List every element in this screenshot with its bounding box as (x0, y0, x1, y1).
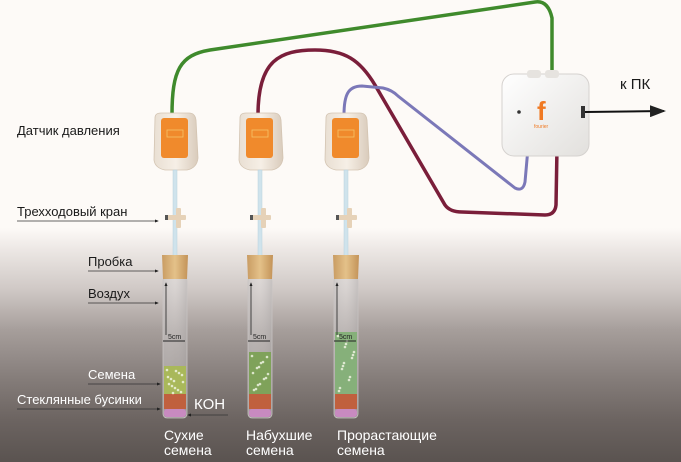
seed (251, 371, 255, 375)
valve-handle (347, 208, 352, 228)
seed (177, 371, 181, 375)
seed (169, 377, 173, 381)
valve-handle (176, 208, 181, 228)
caption-tube-3: Прорастающие семена (337, 428, 437, 458)
valve-cap (165, 215, 168, 220)
seed (174, 369, 178, 373)
seed (261, 360, 265, 364)
logger-logo-icon: f (537, 96, 546, 126)
seed (337, 389, 341, 393)
seed (343, 345, 347, 349)
caption-tube-3-line1: Прорастающие (337, 427, 437, 443)
tube-assembly-1: 5cm (153, 112, 199, 419)
wire-purple (342, 84, 530, 191)
seed (172, 379, 176, 383)
seed (167, 382, 171, 386)
sensor-label-detail (166, 129, 184, 138)
cork-stopper-3 (333, 255, 359, 279)
tube-assembly-2: 5cm (238, 112, 284, 419)
seed (170, 384, 174, 388)
seed (340, 367, 344, 371)
seed (338, 386, 342, 390)
caption-tube-2: Набухшие семена (246, 428, 312, 458)
seed (176, 388, 180, 392)
seed (258, 382, 262, 386)
logger-brand: fourier (534, 124, 549, 130)
seed (165, 368, 169, 372)
seed (341, 364, 345, 368)
scale-label: 5cm (339, 334, 352, 341)
cork-stopper-1 (162, 255, 188, 279)
seed (336, 334, 340, 338)
sensor-label-plate (332, 118, 359, 158)
tube-assembly-3: 5cm (324, 112, 370, 419)
seed (262, 377, 266, 381)
seed (350, 356, 354, 360)
wire-green (170, 0, 554, 116)
seed (255, 366, 259, 370)
seed (252, 388, 256, 392)
label-to-pc: к ПК (620, 76, 651, 93)
seed (179, 390, 183, 394)
caption-tube-2-line2: семена (246, 442, 294, 458)
koh-layer (249, 409, 271, 417)
caption-tube-2-line1: Набухшие (246, 427, 313, 443)
seed (347, 378, 351, 382)
seed (264, 376, 268, 380)
seed (351, 353, 355, 357)
seed (254, 387, 258, 391)
wire-maroon (256, 48, 559, 217)
seed (180, 373, 184, 377)
seed (257, 365, 261, 369)
to-pc-arrow (584, 105, 666, 118)
koh-layer (335, 409, 357, 417)
seeds-layer (335, 332, 357, 394)
valve-handle (261, 208, 266, 228)
seed (342, 361, 346, 365)
koh-layer (164, 409, 186, 417)
label-seeds: Семена (88, 367, 136, 382)
label-glass-beads: Стеклянные бусинки (17, 392, 142, 407)
glass-beads-layer (249, 394, 271, 409)
seed (266, 372, 270, 376)
valve-cap (250, 215, 253, 220)
caption-tube-1: Сухие семена (164, 428, 212, 458)
label-pressure-sensor: Датчик давления (17, 123, 120, 138)
seeds-layer (164, 366, 186, 394)
seed (173, 386, 177, 390)
seed (256, 383, 260, 387)
valve-cap (336, 215, 339, 220)
scale-label: 5cm (253, 334, 266, 341)
caption-tube-1-line2: семена (164, 442, 212, 458)
glass-beads-layer (335, 394, 357, 409)
label-stopper: Пробка (88, 254, 133, 269)
data-logger (501, 70, 590, 157)
seed (171, 391, 175, 395)
label-koh: КОН (194, 396, 226, 413)
seed (352, 350, 356, 354)
caption-tube-3-line2: семена (337, 442, 385, 458)
seeds-layer (249, 352, 271, 394)
label-air: Воздух (88, 286, 131, 301)
label-three-way-valve: Трехходовый кран (17, 204, 128, 219)
cork-stopper-2 (247, 255, 273, 279)
seed (250, 354, 254, 358)
glass-beads-layer (164, 394, 186, 409)
led-indicator (517, 110, 521, 114)
scale-label: 5cm (168, 334, 181, 341)
usb-port (581, 106, 585, 118)
caption-tube-1-line1: Сухие (164, 427, 204, 443)
sensor-label-plate (246, 118, 273, 158)
sensor-label-detail (251, 129, 269, 138)
seed (265, 355, 269, 359)
sensor-label-plate (161, 118, 188, 158)
sensor-label-detail (337, 129, 355, 138)
seed (259, 361, 263, 365)
seed (166, 375, 170, 379)
seed (181, 380, 185, 384)
seed (344, 342, 348, 346)
seed (348, 375, 352, 379)
